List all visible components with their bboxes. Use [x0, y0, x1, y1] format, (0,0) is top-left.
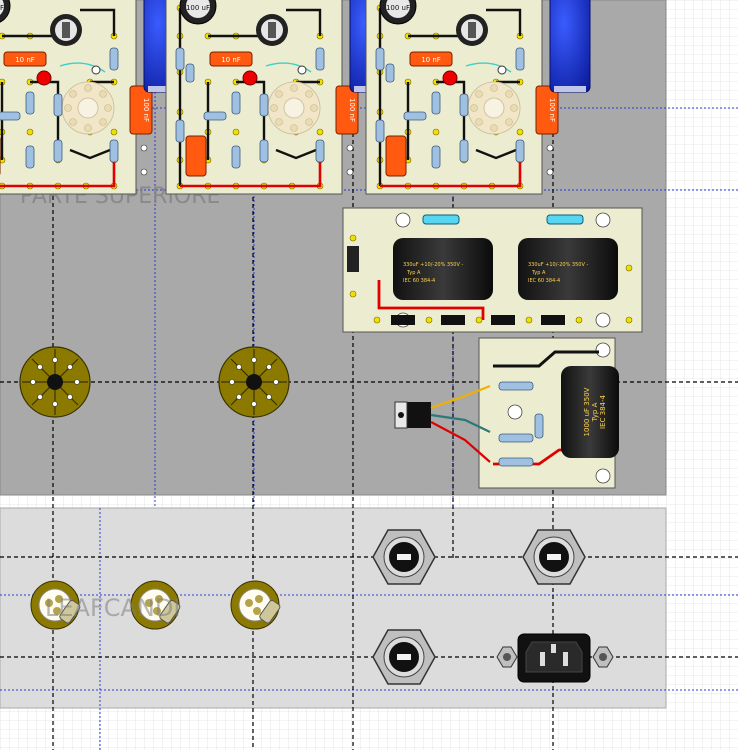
psu-board: 330uF +10/-20% 350V - Typ A IEC 60 384-4… [342, 207, 643, 333]
front-jack-1 [30, 580, 81, 630]
amp-cap-10nf-label: 10 nF [421, 56, 441, 64]
amp-cap-round [456, 14, 488, 46]
amp-cap-10nf-label: 10 nF [15, 56, 35, 64]
psu-resistor-2 [546, 214, 584, 225]
amp-cap-round [256, 14, 288, 46]
amp-cyan-lead [265, 62, 312, 73]
amp-tube-socket [267, 81, 321, 135]
psu-cap-2-text-3: IEC 60 384-4 [528, 278, 560, 284]
amp-cap-10nf: 10 nF [409, 51, 453, 67]
binding-post-3 [372, 629, 436, 685]
binding-post-1 [372, 529, 436, 585]
reg-cap-text-2: Typ A [591, 402, 599, 422]
amp-cap-100nf-label: 100 nF [348, 98, 356, 122]
psu-cap-1-text-3: IEC 60 384-4 [403, 278, 435, 284]
binding-post-2 [522, 529, 586, 585]
iec-power-inlet [496, 633, 614, 683]
amp-cap-orange-1 [185, 135, 207, 177]
psu-cap-1-text-1: 330uF +10/-20% 350V - [403, 262, 463, 268]
psu-cap-1: 330uF +10/-20% 350V - Typ A IEC 60 384-4 [393, 238, 493, 300]
reg-cap-text-3: IEC 384-4 [599, 394, 607, 428]
psu-resistor-1 [422, 214, 460, 225]
amp-screw [497, 65, 507, 75]
amp-cap-orange-2: 100 nF [129, 85, 153, 135]
amp-cyan-lead [59, 62, 106, 73]
amp-screw [91, 65, 101, 75]
amp-cap-100nf-label: 100 nF [142, 98, 150, 122]
psu-cap-1-text-2: Typ A [406, 270, 421, 276]
reg-black-trace [493, 350, 599, 368]
reg-cap: 1000 uF 350V Typ A IEC 384-4 [561, 366, 619, 458]
amp-cap-100uf: 100 uF [379, 0, 417, 25]
psu-cap-2: 330uF +10/-20% 350V - Typ A IEC 60 384-4 [518, 238, 618, 300]
psu-diode-vertical [347, 246, 359, 272]
amp-board-1: 100 uF 10 nF [0, 0, 185, 195]
amp-cap-round [50, 14, 82, 46]
front-jack-3 [230, 580, 281, 630]
amp-cap-100uf-label: 100 uF [0, 4, 4, 12]
psu-diodes [391, 315, 565, 325]
watermark-text: LEAFCANDI [45, 594, 180, 622]
chassis-tube-socket-1 [19, 346, 91, 418]
amp-cap-10nf-label: 10 nF [221, 56, 241, 64]
reg-board: 1000 uF 350V Typ A IEC 384-4 [478, 337, 619, 489]
amp-tube-socket [467, 81, 521, 135]
amp-cap-100uf-label: 100 uF [386, 4, 410, 12]
amp-tube-socket [61, 81, 115, 135]
amp-cap-orange-2: 100 nF [335, 85, 359, 135]
amp-resistors [175, 47, 325, 169]
psu-red-wire [377, 280, 485, 320]
psu-cap-2-text-2: Typ A [531, 270, 546, 276]
amp-led [242, 70, 258, 86]
amp-resistors [0, 47, 119, 169]
amp-cap-10nf: 10 nF [3, 51, 47, 67]
amp-cap-orange-2: 100 nF [535, 85, 559, 135]
amp-led [442, 70, 458, 86]
amp-resistors [375, 47, 525, 169]
amp-cap-100uf-label: 100 uF [186, 4, 210, 12]
amp-cap-10nf: 10 nF [209, 51, 253, 67]
amp-board-3: 100 uF 10 nF [365, 0, 591, 195]
reg-transistor [394, 384, 491, 463]
amp-cyan-lead [465, 62, 512, 73]
amp-cap-100uf: 100 uF [179, 0, 217, 25]
chassis-tube-socket-2 [218, 346, 290, 418]
amp-cap-orange-1 [385, 135, 407, 177]
amp-led [36, 70, 52, 86]
amp-screw [297, 65, 307, 75]
psu-cap-2-text-1: 330uF +10/-20% 350V - [528, 262, 588, 268]
reg-cap-text-1: 1000 uF 350V [583, 387, 591, 436]
amp-cap-100uf: 100 uF [0, 0, 11, 23]
front-jack-2 [130, 580, 181, 630]
amp-cap-100nf-label: 100 nF [548, 98, 556, 122]
amp-cap-blue [549, 0, 591, 93]
